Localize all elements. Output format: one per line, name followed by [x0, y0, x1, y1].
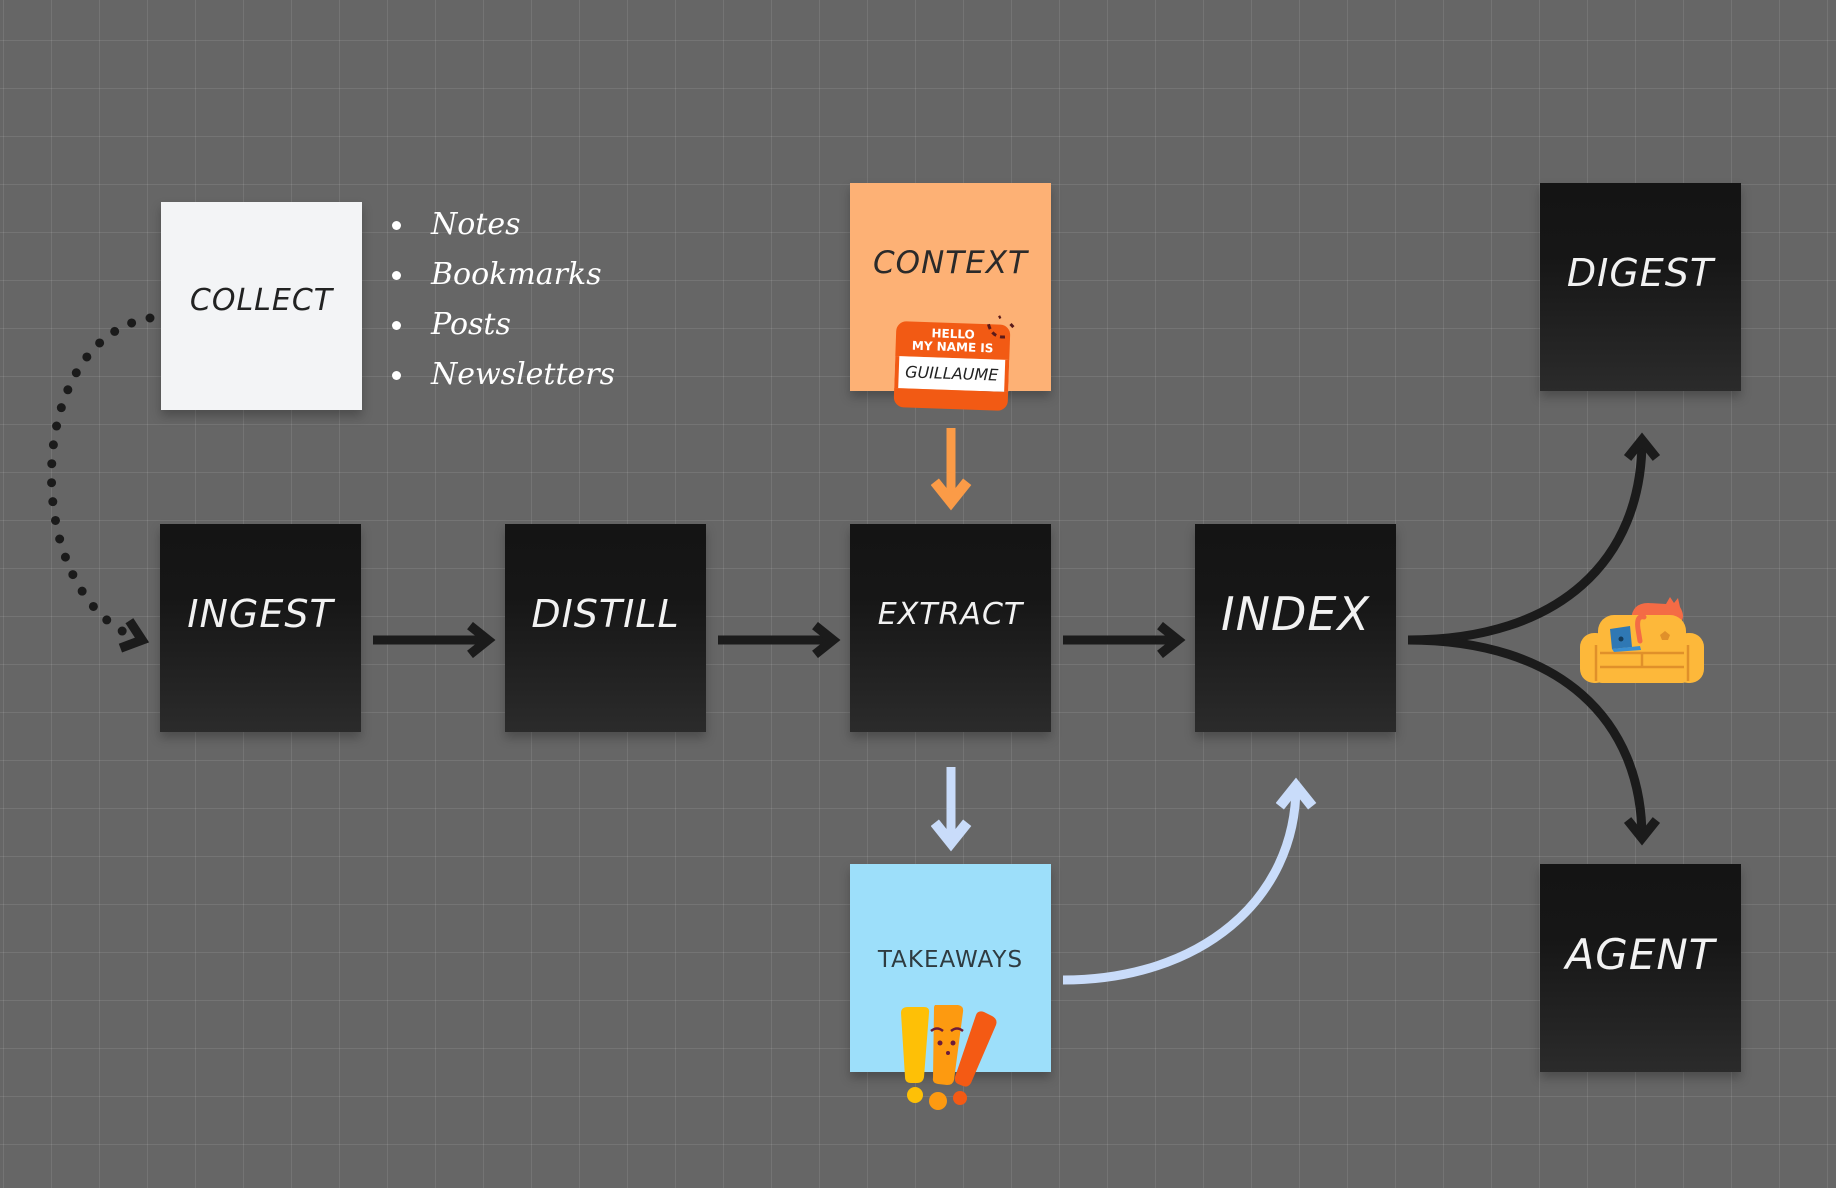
agent-label: AGENT: [1565, 929, 1716, 979]
takeaways-label: TAKEAWAYS: [877, 947, 1024, 973]
bullet-icon: [392, 370, 401, 380]
edge-index-to-agent[interactable]: [1407, 635, 1661, 846]
index-node[interactable]: INDEX: [1195, 524, 1396, 732]
smile-face-icon: [987, 315, 1015, 339]
context-label: CONTEXT: [873, 245, 1028, 281]
bullet-icon: [392, 270, 401, 280]
edge-index-to-digest[interactable]: [1407, 432, 1661, 645]
collect-node[interactable]: COLLECT: [161, 202, 362, 410]
exclamation-marks-sticker-icon: [901, 1005, 997, 1110]
distill-label: DISTILL: [531, 592, 680, 636]
list-item: Posts: [392, 300, 615, 350]
edge-collect-to-ingest[interactable]: [47, 313, 155, 653]
ingest-label: INGEST: [187, 592, 334, 636]
digest-node[interactable]: DIGEST: [1540, 183, 1741, 391]
agent-node[interactable]: AGENT: [1540, 864, 1741, 1072]
list-item: Notes: [392, 200, 615, 250]
list-item: Newsletters: [392, 350, 615, 400]
list-item: Bookmarks: [392, 250, 615, 300]
couch-cat-laptop-sticker-icon: [1580, 597, 1704, 683]
collect-label: COLLECT: [189, 282, 334, 318]
collect-sources-list: Notes Bookmarks Posts Newsletters: [392, 200, 615, 400]
name-tag-name: GUILLAUME: [894, 356, 1010, 392]
extract-label: EXTRACT: [877, 596, 1024, 632]
digest-label: DIGEST: [1566, 251, 1715, 295]
ingest-node[interactable]: INGEST: [160, 524, 361, 732]
edge-takeaways-to-index[interactable]: [1062, 777, 1317, 985]
extract-node[interactable]: EXTRACT: [850, 524, 1051, 732]
index-label: INDEX: [1221, 587, 1370, 641]
bullet-icon: [392, 220, 401, 230]
distill-node[interactable]: DISTILL: [505, 524, 706, 732]
bullet-icon: [392, 320, 401, 330]
name-tag-sticker-icon: HELLO MY NAME IS GUILLAUME: [893, 315, 1015, 411]
